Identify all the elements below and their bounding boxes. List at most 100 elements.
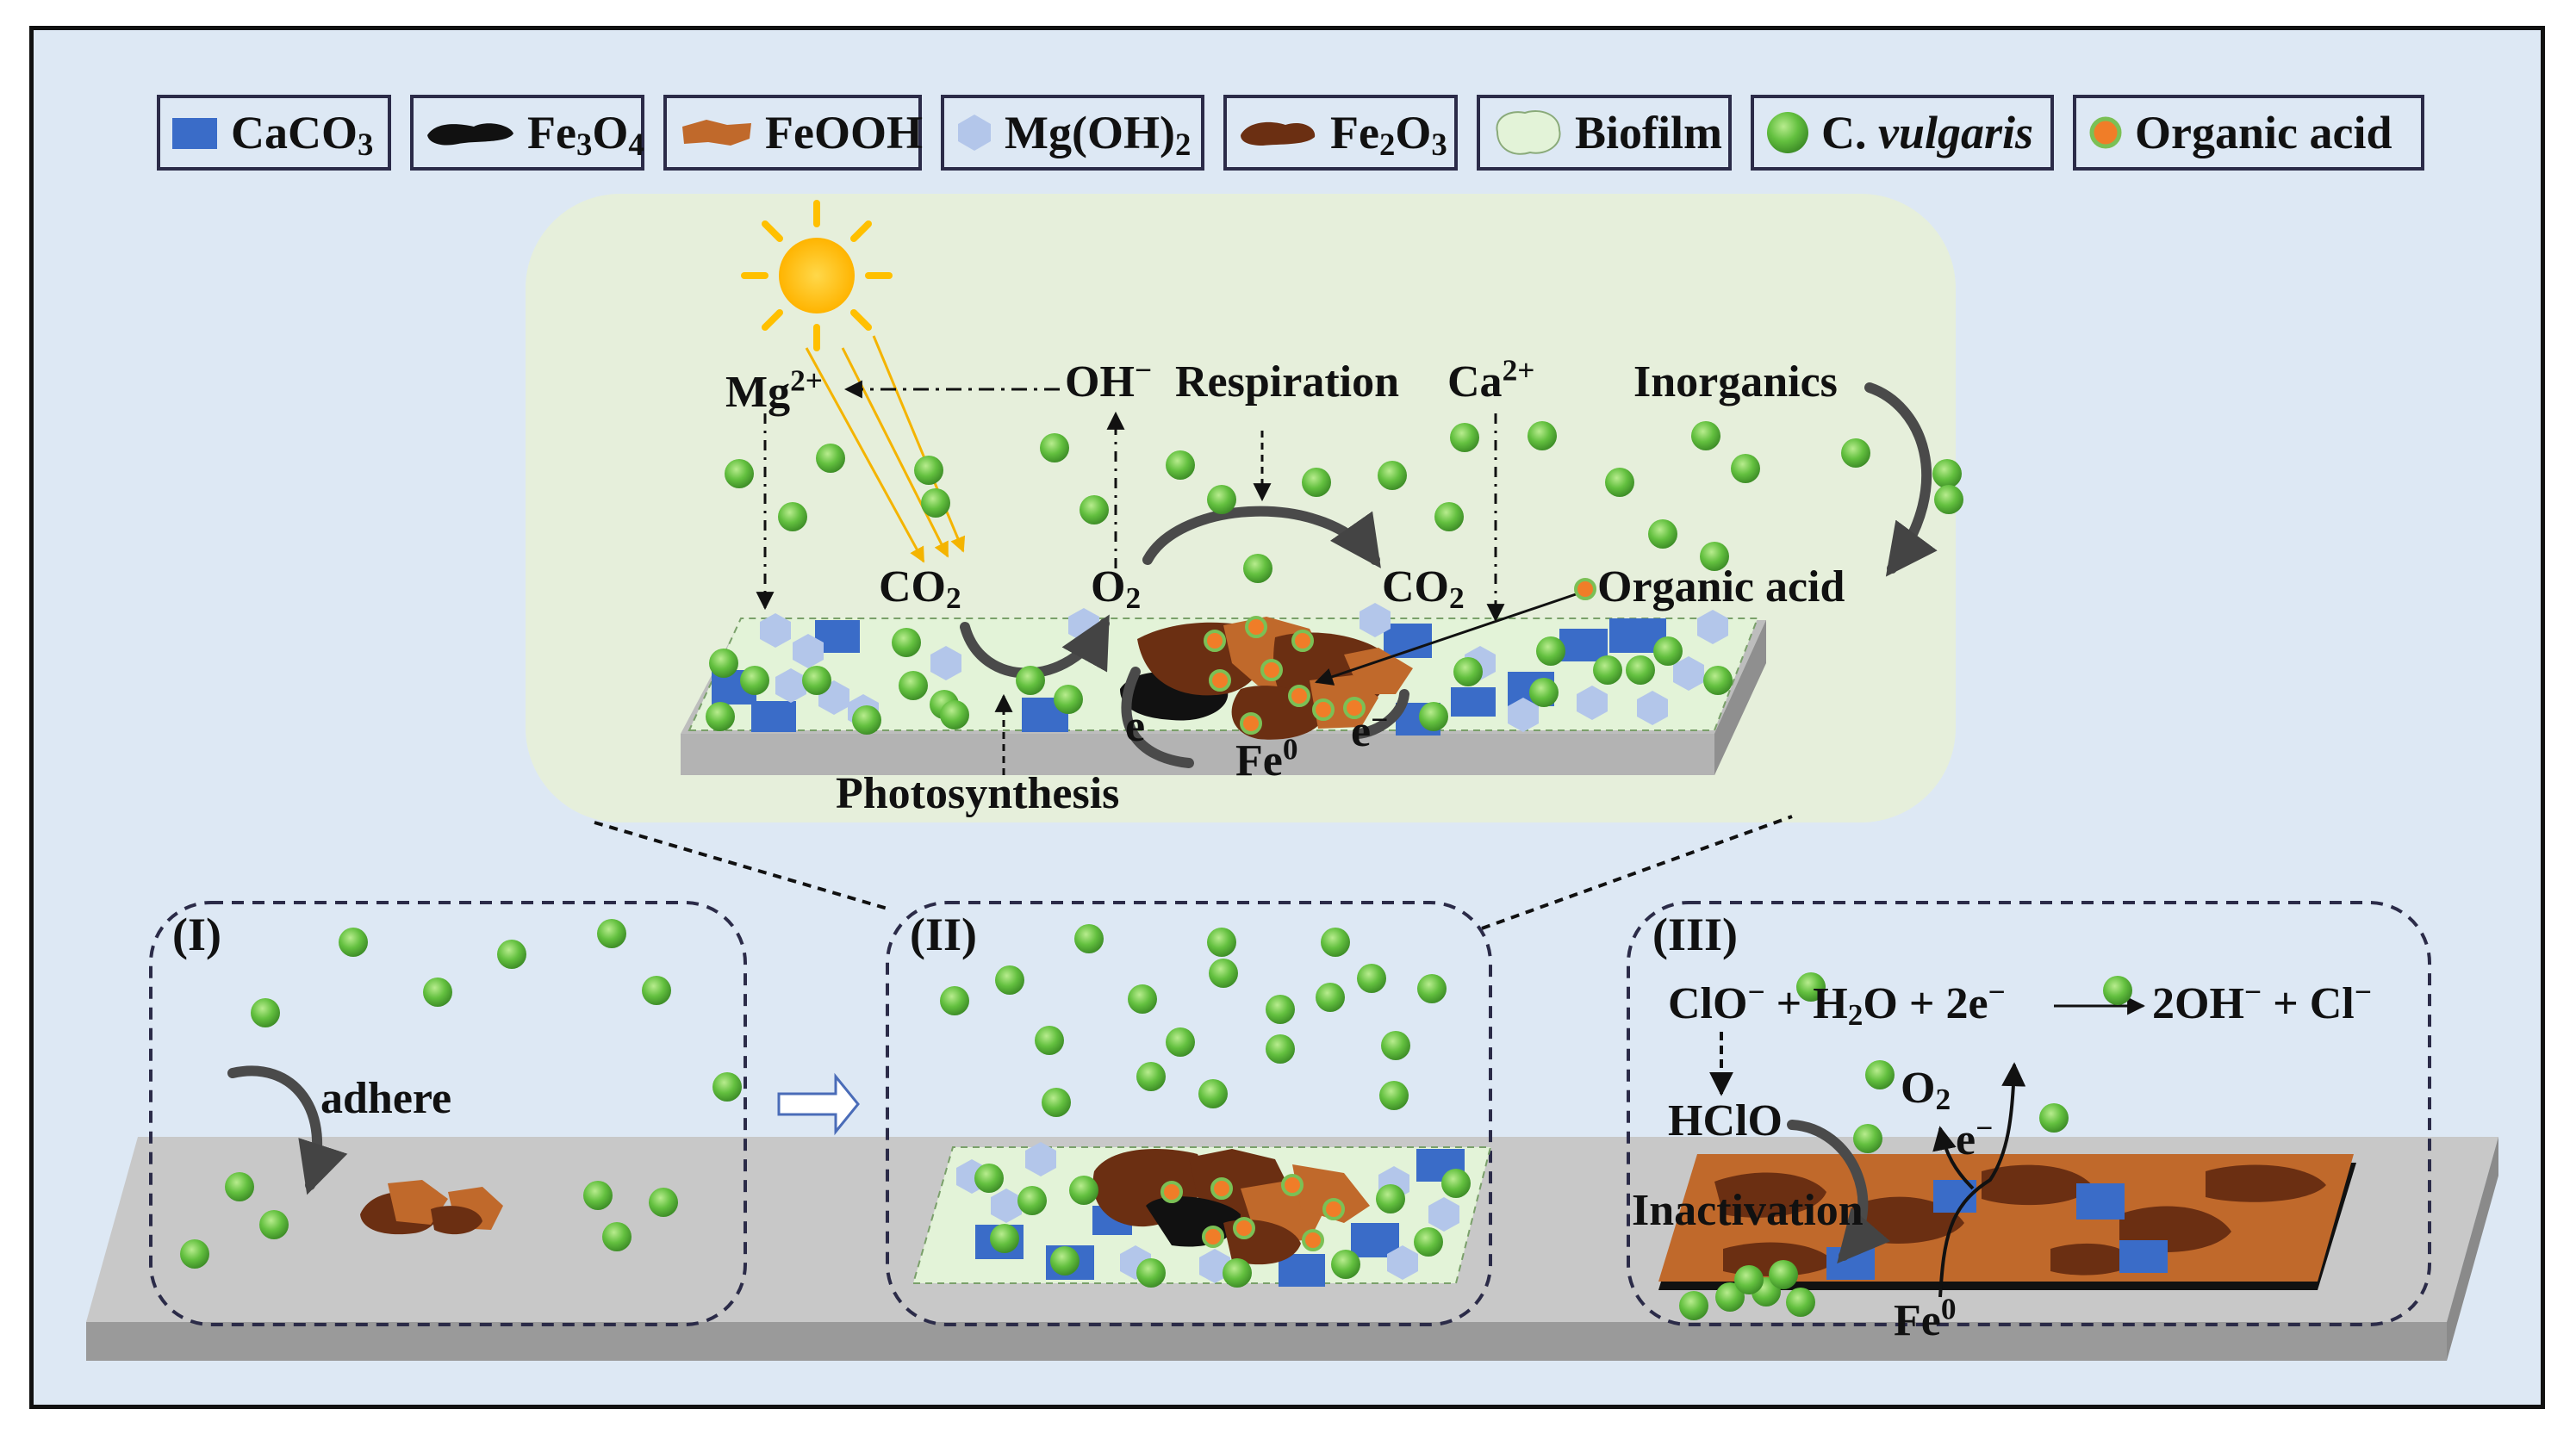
- inactivation-label: Inactivation: [1632, 1186, 1864, 1235]
- microalgae-cell: [339, 928, 368, 957]
- microalgae-cell: [1223, 1258, 1252, 1288]
- microalgae-cell: [1266, 995, 1295, 1024]
- microalgae-cell: [1536, 636, 1565, 666]
- microalgae-cell: [1016, 666, 1045, 695]
- microalgae-cell: [1786, 1288, 1815, 1317]
- stage-3-box: [1627, 901, 2431, 1326]
- microalgae-cell: [778, 502, 807, 531]
- organic-acid-swatch-icon: [2089, 116, 2122, 149]
- microalgae-cell: [1841, 438, 1870, 468]
- microalgae-swatch-icon: [1767, 112, 1808, 153]
- sun-icon: [741, 200, 893, 351]
- stage-3-label: (III): [1652, 909, 1739, 960]
- microalgae-cell: [1357, 964, 1386, 993]
- microalgae-cell: [1703, 666, 1733, 695]
- organic-acid-dot: [1240, 712, 1262, 735]
- microalgae-cell: [423, 978, 452, 1007]
- fe0-zoom-label: Fe0: [1235, 731, 1298, 785]
- o2-label: O2: [1091, 562, 1142, 615]
- stage-2-label: (II): [910, 909, 977, 960]
- microalgae-cell: [1932, 459, 1962, 488]
- microalgae-cell: [1434, 502, 1464, 531]
- ca-ion-label: Ca2+: [1447, 352, 1535, 407]
- organic-acid-dot: [1574, 578, 1596, 600]
- microalgae-cell: [1648, 519, 1677, 549]
- stage-2-box: [886, 901, 1492, 1326]
- organic-acid-dot: [1302, 1229, 1324, 1251]
- microalgae-cell: [1316, 983, 1345, 1012]
- legend-item-c-vulgaris: C. vulgaris: [1751, 95, 2054, 171]
- microalgae-cell: [1626, 655, 1655, 685]
- organic-acid-dot: [1291, 630, 1314, 652]
- organic-acid-dot: [1312, 698, 1335, 721]
- microalgae-cells: [180, 421, 2132, 1320]
- microalgae-cell: [649, 1188, 678, 1217]
- microalgae-cell: [1417, 974, 1447, 1003]
- stage-transition-arrow-icon: [777, 1072, 860, 1136]
- microalgae-cell: [1136, 1258, 1166, 1288]
- legend-organic-acid-label: Organic acid: [2135, 107, 2392, 158]
- stage-3-electron-label: e−: [1956, 1110, 1994, 1164]
- microalgae-cell: [1453, 657, 1483, 686]
- microalgae-cell: [921, 488, 950, 518]
- stage-3-inactivation-arrow: [1787, 1120, 1891, 1264]
- organic-acid-dot: [1209, 669, 1231, 692]
- legend-caco3-label: CaCO3: [231, 107, 374, 163]
- microalgae-cell: [259, 1210, 289, 1239]
- organic-acid-dot: [1202, 1226, 1224, 1248]
- organic-acid-to-iron-arrow: [1315, 591, 1582, 686]
- stage-1-box: [149, 901, 747, 1326]
- microalgae-cell: [1605, 468, 1634, 497]
- microalgae-cell: [1042, 1088, 1071, 1117]
- legend-c-vulgaris-label: C. vulgaris: [1821, 107, 2034, 158]
- microalgae-cell: [1243, 554, 1272, 583]
- microalgae-cell: [1331, 1250, 1360, 1279]
- organic-acid-dot: [1260, 659, 1283, 681]
- biofilm-swatch-icon: [1496, 110, 1561, 155]
- microalgae-cell: [251, 998, 280, 1027]
- legend-fe2o3-label: Fe2O3: [1330, 107, 1447, 163]
- microalgae-cell: [1166, 450, 1195, 480]
- stage-1-iron-spot: [360, 1180, 503, 1235]
- zoom-connector-left: [594, 821, 888, 910]
- co2-left-label: CO2: [879, 562, 961, 615]
- microalgae-cell: [602, 1222, 632, 1251]
- microalgae-cell: [1769, 1260, 1798, 1289]
- electron-right-label: e−: [1351, 702, 1389, 756]
- microalgae-cell: [1853, 1124, 1882, 1153]
- legend-feooh-label: FeOOH: [765, 107, 923, 158]
- legend-item-fe2o3: Fe2O3: [1223, 95, 1458, 171]
- legend-item-organic-acid: Organic acid: [2073, 95, 2424, 171]
- adhere-arrow: [227, 1065, 348, 1195]
- microalgae-cell: [1302, 468, 1331, 497]
- microalgae-cell: [225, 1172, 254, 1201]
- mg-ion-label: Mg2+: [725, 363, 823, 417]
- microalgae-cell: [816, 444, 845, 473]
- microalgae-cell: [974, 1164, 1004, 1193]
- microalgae-cell: [1017, 1186, 1047, 1215]
- process-arrows: [756, 380, 1582, 775]
- microalgae-cell: [642, 976, 671, 1005]
- organic-acid-dot: [1204, 630, 1226, 652]
- microalgae-cell: [1865, 1060, 1895, 1089]
- organic-acid-dot: [1210, 1177, 1233, 1200]
- fe3o4-swatch-icon: [427, 123, 513, 146]
- organic-acid-dots: [1160, 578, 1596, 1251]
- fe2o3-swatch-icon: [1241, 121, 1316, 146]
- microalgae-cell: [1419, 702, 1448, 731]
- microalgae-cell: [1450, 423, 1479, 452]
- microalgae-cell: [706, 702, 735, 731]
- microalgae-cell: [2039, 1103, 2069, 1133]
- microalgae-cell: [1679, 1291, 1708, 1320]
- hydroxide-label: OH−: [1065, 352, 1153, 407]
- microalgae-cell: [180, 1239, 209, 1269]
- microalgae-cell: [1529, 678, 1559, 707]
- microalgae-cell: [1700, 542, 1729, 571]
- microalgae-cell: [709, 649, 738, 678]
- microalgae-cell: [1080, 495, 1109, 524]
- microalgae-cell: [740, 666, 769, 695]
- hclo-label: HClO: [1668, 1096, 1783, 1145]
- microalgae-cell: [1378, 461, 1407, 490]
- hypochlorite-equation-products: 2OH− + Cl−: [2152, 974, 2372, 1028]
- microalgae-cell: [1731, 454, 1760, 483]
